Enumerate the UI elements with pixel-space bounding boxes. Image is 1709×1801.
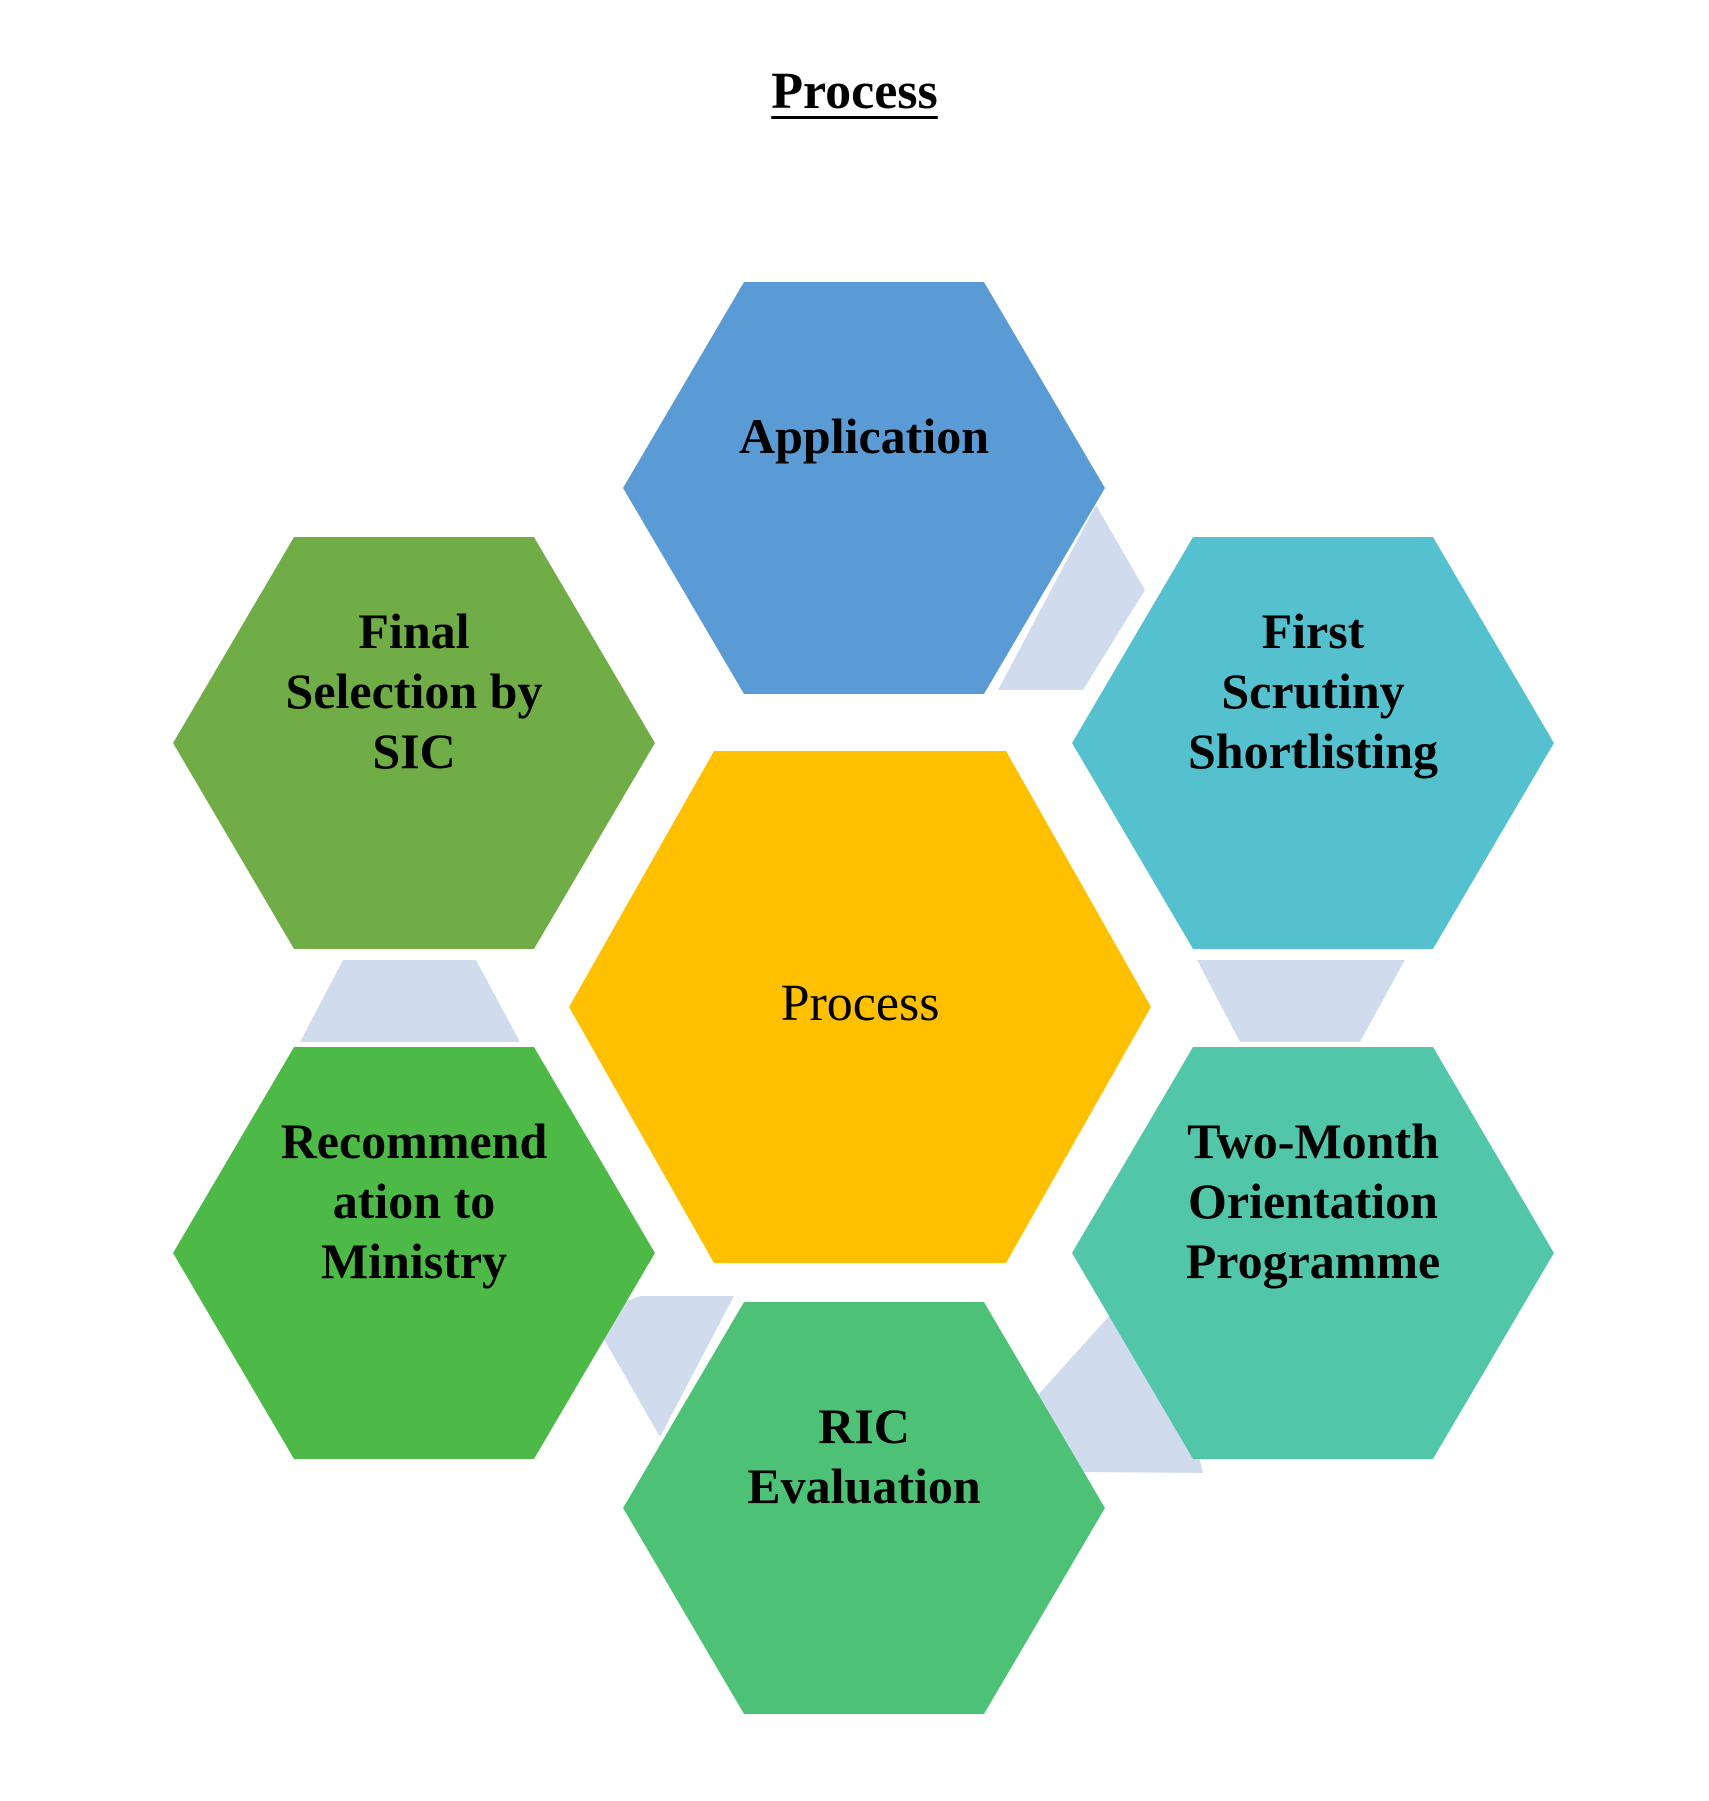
step-label-line: Ministry [321, 1233, 507, 1289]
hexagons-layer: ApplicationFirstScrutinyShortlistingTwo-… [173, 282, 1554, 1714]
page-title-text: Process [771, 63, 938, 120]
step-label-line: Evaluation [747, 1458, 981, 1514]
center-label: Process [781, 975, 940, 1032]
hexagon-shape [569, 751, 1151, 1263]
step-application: Application [623, 282, 1105, 694]
connector-recommendation-to-final [300, 960, 520, 1042]
hexagon-shape [173, 1047, 655, 1459]
connector-scrutiny-to-orientation [1197, 960, 1405, 1042]
hexagon-shape [623, 1302, 1105, 1714]
connector-ric-to-recommendation [590, 1296, 734, 1437]
step-label-line: Application [739, 408, 989, 464]
step-label-line: Two-Month [1187, 1113, 1439, 1169]
step-label-line: Programme [1186, 1233, 1441, 1289]
step-label-line: Scrutiny [1221, 663, 1404, 719]
step-label-line: ation to [333, 1173, 496, 1229]
step-label-line: Final [358, 603, 469, 659]
step-label-line: First [1262, 603, 1365, 659]
step-label-line: Selection by [286, 663, 543, 719]
center-hexagon: Process [569, 751, 1151, 1263]
page-title: Process [0, 62, 1709, 121]
step-label-line: Shortlisting [1188, 723, 1438, 779]
hexagon-shape [173, 537, 655, 949]
hexagon-shape [623, 282, 1105, 694]
step-label-line: RIC [818, 1398, 910, 1454]
step-label-line: SIC [372, 723, 455, 779]
step-label-line: Recommend [281, 1113, 548, 1169]
hexagon-shape [1072, 537, 1554, 949]
step-label-line: Orientation [1188, 1173, 1438, 1229]
connector-application-to-scrutiny [998, 505, 1145, 690]
hexagon-shape [1072, 1047, 1554, 1459]
